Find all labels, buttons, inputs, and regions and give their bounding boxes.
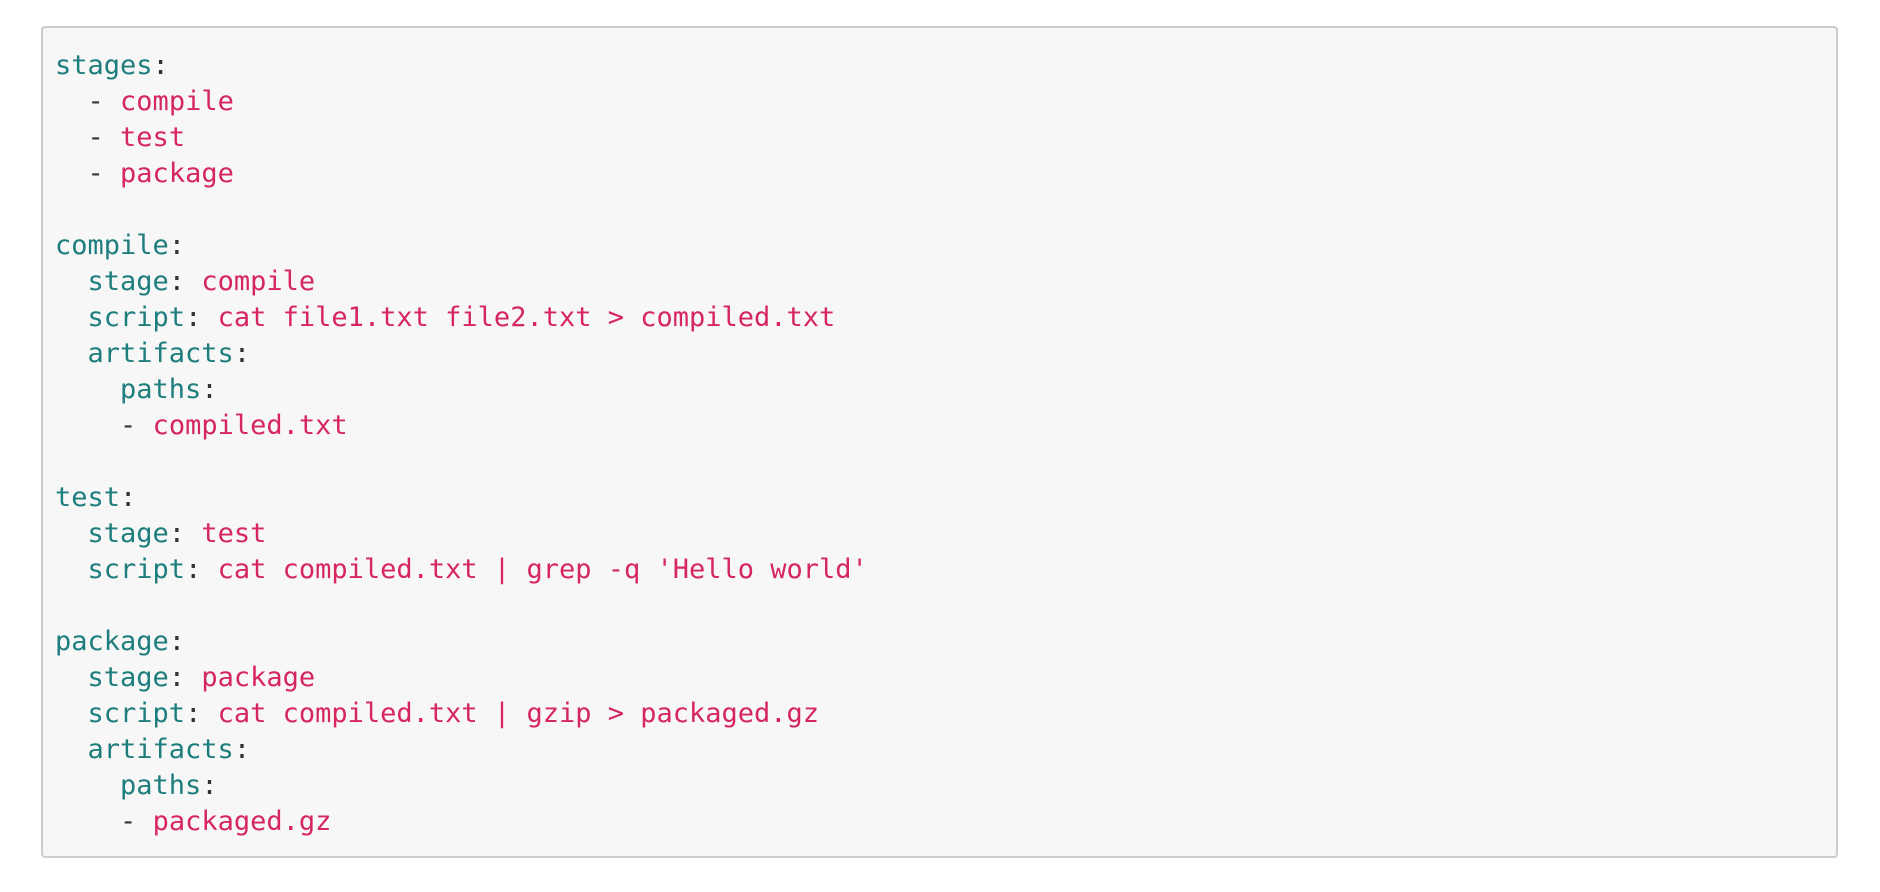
token-whitespace xyxy=(55,86,88,117)
token-key: script xyxy=(87,554,186,585)
token-whitespace xyxy=(55,266,88,297)
code-line: stage: compile xyxy=(55,264,1824,300)
token-whitespace xyxy=(201,302,217,333)
token-key: script xyxy=(87,302,186,333)
token-punctuation: : xyxy=(233,338,251,369)
token-punctuation: - xyxy=(87,158,104,189)
code-line: - compile xyxy=(55,84,1824,120)
token-key: artifacts xyxy=(87,338,234,369)
token-punctuation: - xyxy=(87,122,104,153)
token-punctuation: : xyxy=(233,734,251,765)
token-value: package xyxy=(201,662,316,693)
token-whitespace xyxy=(55,410,120,441)
token-value: cat file1.txt file2.txt > compiled.txt xyxy=(217,302,836,333)
token-key: stages xyxy=(55,50,153,81)
code-content: stages: - compile - test - package compil… xyxy=(43,28,1836,856)
token-whitespace xyxy=(201,698,217,729)
token-whitespace xyxy=(185,662,201,693)
token-whitespace xyxy=(104,86,120,117)
token-punctuation: : xyxy=(120,482,137,513)
code-line: artifacts: xyxy=(55,336,1824,372)
token-whitespace xyxy=(55,554,88,585)
token-whitespace xyxy=(55,518,88,549)
token-value: compile xyxy=(120,86,234,117)
code: stages: - compile - test - package compil… xyxy=(55,48,1824,840)
token-key: artifacts xyxy=(87,734,234,765)
token-whitespace xyxy=(201,554,217,585)
token-punctuation: : xyxy=(168,266,186,297)
token-value: packaged.gz xyxy=(152,806,332,837)
token-whitespace xyxy=(55,698,88,729)
code-line: - compiled.txt xyxy=(55,408,1824,444)
token-punctuation: : xyxy=(201,374,218,405)
token-punctuation: - xyxy=(120,410,137,441)
token-key: stage xyxy=(87,266,169,297)
code-line xyxy=(55,588,1824,624)
token-punctuation: : xyxy=(152,50,169,81)
token-punctuation: - xyxy=(87,86,104,117)
code-line: - test xyxy=(55,120,1824,156)
token-value: cat compiled.txt | grep -q 'Hello world' xyxy=(217,554,868,585)
token-punctuation: : xyxy=(168,662,186,693)
token-key: package xyxy=(55,626,169,657)
token-key: stage xyxy=(87,662,169,693)
token-whitespace xyxy=(136,806,152,837)
token-value: test xyxy=(120,122,186,153)
token-key: script xyxy=(87,698,186,729)
token-whitespace xyxy=(55,338,88,369)
token-key: stage xyxy=(87,518,169,549)
token-punctuation: : xyxy=(185,302,202,333)
token-punctuation: : xyxy=(168,518,186,549)
token-key: test xyxy=(55,482,121,513)
code-line: package: xyxy=(55,624,1824,660)
code-line: test: xyxy=(55,480,1824,516)
code-line: compile: xyxy=(55,228,1824,264)
token-whitespace xyxy=(55,806,120,837)
token-key: paths xyxy=(120,374,202,405)
code-line: - package xyxy=(55,156,1824,192)
token-punctuation: : xyxy=(201,770,218,801)
code-line: script: cat file1.txt file2.txt > compil… xyxy=(55,300,1824,336)
token-whitespace xyxy=(185,266,201,297)
token-whitespace xyxy=(55,662,88,693)
token-key: paths xyxy=(120,770,202,801)
code-line xyxy=(55,192,1824,228)
yaml-code-block: stages: - compile - test - package compil… xyxy=(41,26,1838,858)
token-key: compile xyxy=(55,230,169,261)
token-value: compile xyxy=(201,266,316,297)
token-value: package xyxy=(120,158,234,189)
token-whitespace xyxy=(55,158,88,189)
token-value: cat compiled.txt | gzip > packaged.gz xyxy=(217,698,820,729)
code-line: stage: test xyxy=(55,516,1824,552)
code-line: artifacts: xyxy=(55,732,1824,768)
token-whitespace xyxy=(55,770,120,801)
code-line: script: cat compiled.txt | grep -q 'Hell… xyxy=(55,552,1824,588)
code-line: paths: xyxy=(55,768,1824,804)
token-punctuation: - xyxy=(120,806,137,837)
token-whitespace xyxy=(55,734,88,765)
token-whitespace xyxy=(185,518,201,549)
token-punctuation: : xyxy=(185,554,202,585)
token-punctuation: : xyxy=(168,230,186,261)
code-line: stage: package xyxy=(55,660,1824,696)
token-value: compiled.txt xyxy=(152,410,348,441)
token-whitespace xyxy=(55,122,88,153)
code-line: script: cat compiled.txt | gzip > packag… xyxy=(55,696,1824,732)
token-punctuation: : xyxy=(168,626,186,657)
code-line: stages: xyxy=(55,48,1824,84)
code-line: paths: xyxy=(55,372,1824,408)
code-line: - packaged.gz xyxy=(55,804,1824,840)
token-punctuation: : xyxy=(185,698,202,729)
token-whitespace xyxy=(136,410,152,441)
token-value: test xyxy=(201,518,267,549)
token-whitespace xyxy=(55,374,120,405)
token-whitespace xyxy=(55,302,88,333)
code-line xyxy=(55,444,1824,480)
token-whitespace xyxy=(104,122,120,153)
token-whitespace xyxy=(104,158,120,189)
